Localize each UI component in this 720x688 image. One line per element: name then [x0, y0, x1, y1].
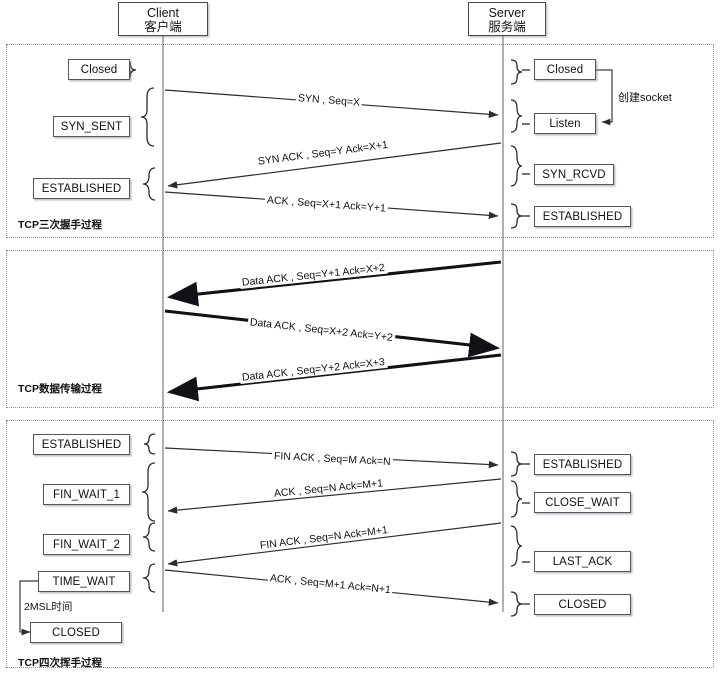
state-server-syn-rcvd: SYN_RCVD [534, 164, 614, 185]
state-client-established-1: ESTABLISHED [33, 178, 130, 199]
msl-timer-note: 2MSL时间 [24, 601, 73, 613]
section-datatransfer-label: TCP数据传输过程 [18, 383, 102, 395]
section-handshake-label: TCP三次握手过程 [18, 219, 102, 231]
create-socket-note: 创建socket [618, 92, 672, 104]
actor-server: Server 服务端 [468, 2, 546, 36]
state-server-last-ack: LAST_ACK [534, 551, 631, 572]
actor-server-name: Server [488, 6, 526, 20]
state-server-close-wait: CLOSE_WAIT [534, 492, 631, 513]
state-client-established-2: ESTABLISHED [33, 434, 130, 455]
section-teardown [6, 420, 714, 668]
state-client-time-wait: TIME_WAIT [38, 571, 130, 592]
state-client-syn-sent: SYN_SENT [53, 116, 130, 137]
state-server-established-2: ESTABLISHED [534, 454, 631, 475]
state-client-closed-2: CLOSED [30, 622, 122, 643]
state-client-closed: Closed [68, 59, 130, 80]
section-teardown-label: TCP四次挥手过程 [18, 657, 102, 669]
state-server-closed-2: CLOSED [534, 594, 631, 615]
section-datatransfer [6, 250, 714, 408]
actor-client-name: Client [147, 6, 179, 20]
actor-client: Client 客户端 [118, 2, 208, 36]
section-handshake [6, 44, 714, 238]
state-server-listen: Listen [534, 113, 596, 134]
actor-client-name-cn: 客户端 [144, 20, 182, 35]
actor-server-name-cn: 服务端 [488, 20, 526, 35]
state-server-closed: Closed [534, 59, 596, 80]
state-client-fin-wait-2: FIN_WAIT_2 [43, 534, 130, 555]
state-client-fin-wait-1: FIN_WAIT_1 [43, 484, 130, 505]
state-server-established-1: ESTABLISHED [534, 206, 631, 227]
